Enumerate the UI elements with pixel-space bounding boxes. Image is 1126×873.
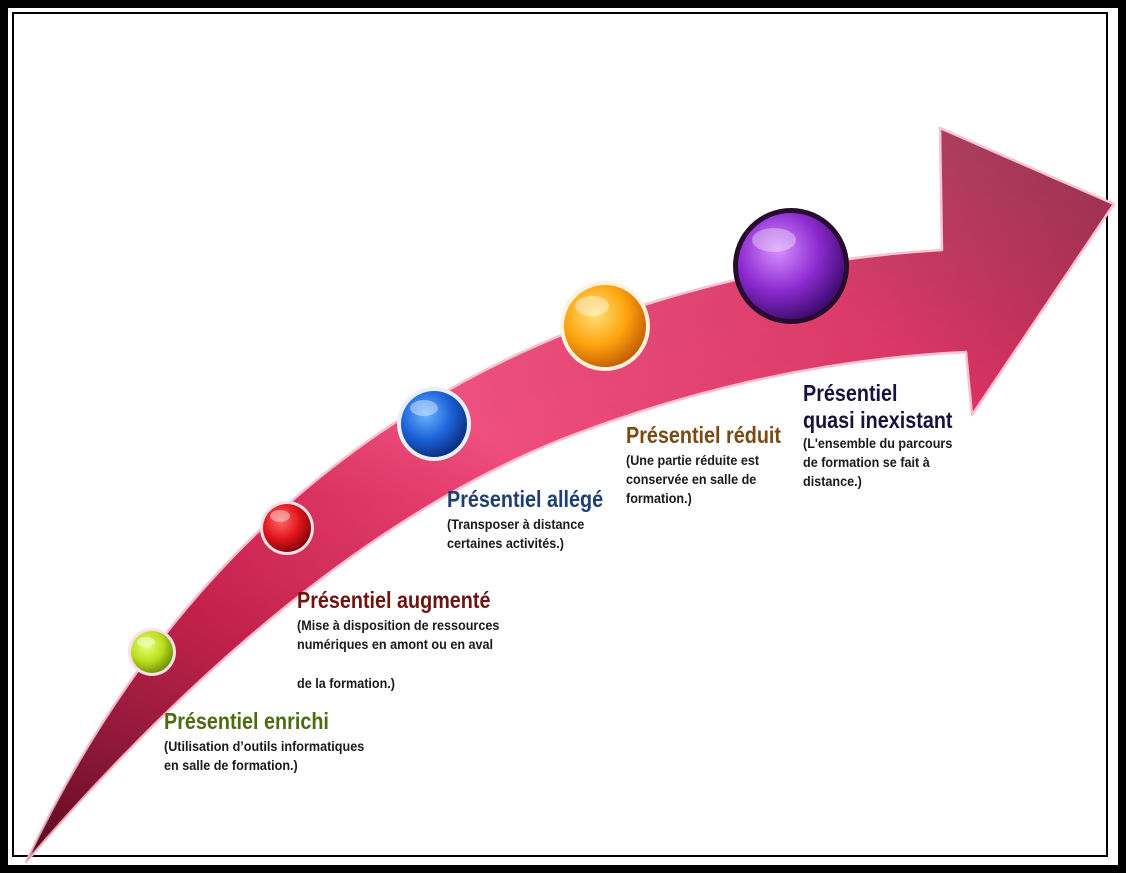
stage-title-line: Présentiel allégé xyxy=(447,486,604,512)
stage-title-line: quasi inexistant xyxy=(803,407,953,433)
stage-title-line: Présentiel augmenté xyxy=(297,587,491,613)
stage-description: (Une partie réduite est conservée en sal… xyxy=(626,451,788,508)
stage-desc-line: numériques en amont ou en aval xyxy=(297,636,494,652)
stage-desc-line: (Mise à disposition de ressources xyxy=(297,617,500,633)
stage-desc-line: (Utilisation d’outils informatiques xyxy=(164,738,365,754)
stage-description: (L'ensemble du parcours de formation se … xyxy=(803,434,959,491)
stage-allege: Présentiel allégé (Transposer à distance… xyxy=(447,486,629,553)
stage-inexistant: Présentiel quasi inexistant (L'ensemble … xyxy=(803,380,977,491)
stage-title: Présentiel quasi inexistant xyxy=(803,380,952,434)
ball-augmente xyxy=(260,501,314,555)
stage-desc-line: certaines activités.) xyxy=(447,535,564,551)
stage-title-line: Présentiel réduit xyxy=(626,422,782,448)
stage-enrichi: Présentiel enrichi (Utilisation d’outils… xyxy=(164,708,386,775)
stage-title: Présentiel augmenté xyxy=(297,587,490,614)
stage-title: Présentiel réduit xyxy=(626,422,781,449)
stage-augmente: Présentiel augmenté (Mise à disposition … xyxy=(297,587,522,693)
stage-desc-line: formation.) xyxy=(626,490,692,506)
stage-desc-line: en salle de formation.) xyxy=(164,757,298,773)
stage-desc-line: de formation se fait à xyxy=(803,454,930,470)
ball-inexistant xyxy=(733,208,849,324)
progress-arrow xyxy=(24,126,1116,864)
ball-enrichi xyxy=(128,628,176,676)
stage-desc-line: (L'ensemble du parcours xyxy=(803,435,953,451)
ball-reduit xyxy=(560,281,650,371)
stage-description: (Utilisation d’outils informatiques en s… xyxy=(164,737,364,775)
stage-title-line: Présentiel enrichi xyxy=(164,708,329,734)
stage-reduit: Présentiel réduit (Une partie réduite es… xyxy=(626,422,806,508)
stage-title-line: Présentiel xyxy=(803,380,898,406)
stage-title: Présentiel allégé xyxy=(447,486,603,513)
stage-desc-line: de la formation.) xyxy=(297,675,396,691)
stage-title: Présentiel enrichi xyxy=(164,708,355,735)
stage-desc-line: (Transposer à distance xyxy=(447,516,585,532)
stage-description: (Transposer à distance certaines activit… xyxy=(447,515,610,553)
stage-desc-line: distance.) xyxy=(803,473,862,489)
stage-desc-line: conservée en salle de xyxy=(626,471,757,487)
stage-description: (Mise à disposition de ressources numéri… xyxy=(297,616,499,693)
stage-desc-line: (Une partie réduite est xyxy=(626,452,760,468)
ball-allege xyxy=(397,387,471,461)
inner-frame xyxy=(12,12,1108,857)
